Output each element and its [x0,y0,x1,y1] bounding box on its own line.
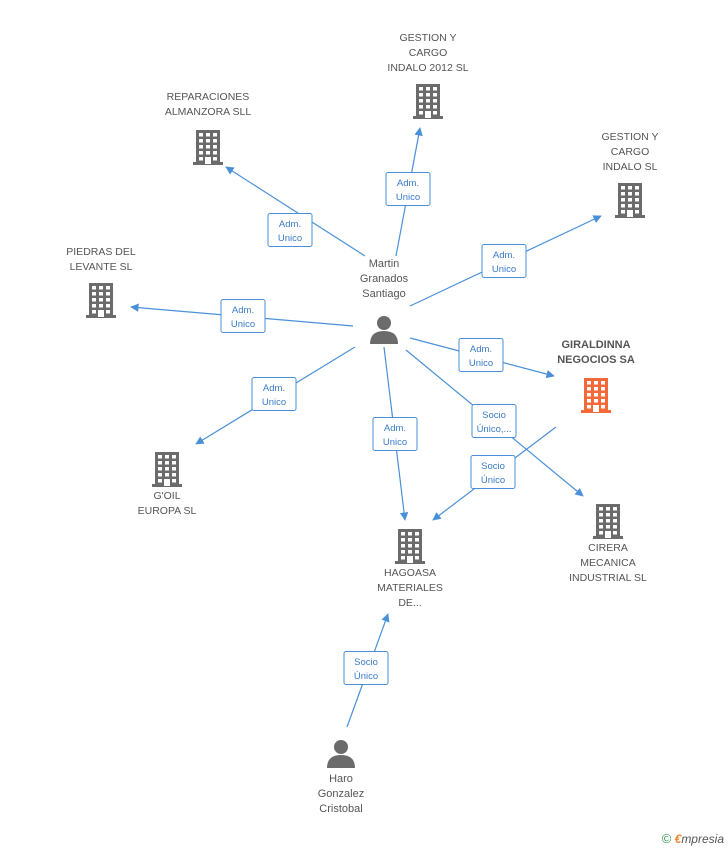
brand-footer: © €mpresia [662,831,724,846]
edge-label-text: Unico [469,358,493,369]
edge-label-text: Unico [492,264,516,275]
node-label-line: PIEDRAS DEL [66,246,136,258]
edge-label-box [372,417,418,451]
edge-label-text: Unico [396,192,420,203]
edge-label-box [267,213,313,247]
edge-label-martin-to-hagoasa[interactable]: Adm. Unico [372,417,418,451]
edge-label-text: Único [481,475,505,486]
node-label-line: Granados [360,273,409,285]
edge-label-box [343,651,389,685]
building-icon [581,378,611,413]
node-label-line: CARGO [611,146,650,158]
node-label-line: GESTION Y [602,131,659,143]
edge-label-text: Unico [383,437,407,448]
node-gestion[interactable]: GESTION Y CARGO INDALO SL [602,131,659,218]
building-icon [413,84,443,119]
edge-label-text: Adm. [279,219,301,230]
building-icon [615,183,645,218]
edge-label-martin-to-gestion[interactable]: Adm. Unico [481,244,527,278]
edge-label-text: Socio [482,410,506,421]
edge-label-text: Adm. [232,305,254,316]
brand-name: mpresia [681,832,724,846]
edge-label-box [471,404,517,438]
edge-label-box [385,172,431,206]
node-goil[interactable]: G'OIL EUROPA SL [138,452,197,517]
brand-initial: € [674,832,682,846]
building-icon [193,130,223,165]
node-label-line: Cristobal [319,803,362,815]
edge-label-box [458,338,504,372]
node-label-line: REPARACIONES [167,91,250,103]
person-icon [370,316,398,344]
node-reparaciones[interactable]: REPARACIONES ALMANZORA SLL [165,91,252,165]
node-label-line: Martin [369,258,400,270]
edge-label-box [481,244,527,278]
edge-label-text: Adm. [493,250,515,261]
edge-label-martin-to-cirera[interactable]: SocioÚnico,... [471,404,517,438]
edge-label-text: Único,... [477,424,512,435]
node-hagoasa[interactable]: HAGOASA MATERIALES DE... [377,529,443,609]
node-gestion2012[interactable]: GESTION Y CARGO INDALO 2012 SL [387,32,469,119]
node-label-line: CIRERA [588,542,628,554]
edge-label-text: Adm. [470,344,492,355]
edge-label-text: Unico [278,233,302,244]
person-icon [327,740,355,768]
edge-label-martin-to-giraldinna[interactable]: Adm. Unico [458,338,504,372]
edge-label-text: Unico [262,397,286,408]
node-label-line: GIRALDINNA [561,339,630,351]
edge-label-text: Único [354,671,378,682]
edge-label-text: Unico [231,319,255,330]
node-giraldinna[interactable]: GIRALDINNA NEGOCIOS SA [557,339,635,413]
edge-label-martin-to-piedras[interactable]: Adm. Unico [220,299,266,333]
node-label-line: MATERIALES [377,582,443,594]
edge-label-text: Adm. [384,423,406,434]
node-label-line: ALMANZORA SLL [165,106,252,118]
edge-label-martin-to-reparaciones[interactable]: Adm. Unico [267,213,313,247]
node-label-line: Gonzalez [318,788,364,800]
building-icon [395,529,425,564]
node-label-line: CARGO [409,47,448,59]
node-label-line: NEGOCIOS SA [557,354,635,366]
node-label-line: G'OIL [153,490,180,502]
node-label-line: INDALO 2012 SL [387,62,468,74]
edge-label-box [251,377,297,411]
edge-label-text: Adm. [263,383,285,394]
node-label-line: DE... [398,597,421,609]
node-label-line: LEVANTE SL [70,261,133,273]
node-label-line: HAGOASA [384,567,436,579]
edge-label-text: Socio [481,461,505,472]
edge-label-box [470,455,516,489]
node-label-line: MECANICA [580,557,635,569]
node-cirera[interactable]: CIRERA MECANICA INDUSTRIAL SL [569,504,647,584]
node-label-line: INDALO SL [603,161,658,173]
edge-label-text: Adm. [397,178,419,189]
node-label-line: INDUSTRIAL SL [569,572,647,584]
edge-label-box [220,299,266,333]
copyright-icon: © [661,831,672,846]
node-label-line: GESTION Y [400,32,457,44]
building-icon [593,504,623,539]
edge-label-text: Socio [354,657,378,668]
building-icon [152,452,182,487]
node-label-line: Haro [329,773,353,785]
node-label-line: EUROPA SL [138,505,197,517]
node-label-line: Santiago [362,288,405,300]
node-piedras[interactable]: PIEDRAS DEL LEVANTE SL [66,246,136,318]
building-icon [86,283,116,318]
edge-label-martin-to-goil[interactable]: Adm. Unico [251,377,297,411]
edge-label-martin-to-gestion2012[interactable]: Adm. Unico [385,172,431,206]
edge-martin-to-reparaciones [225,166,366,257]
